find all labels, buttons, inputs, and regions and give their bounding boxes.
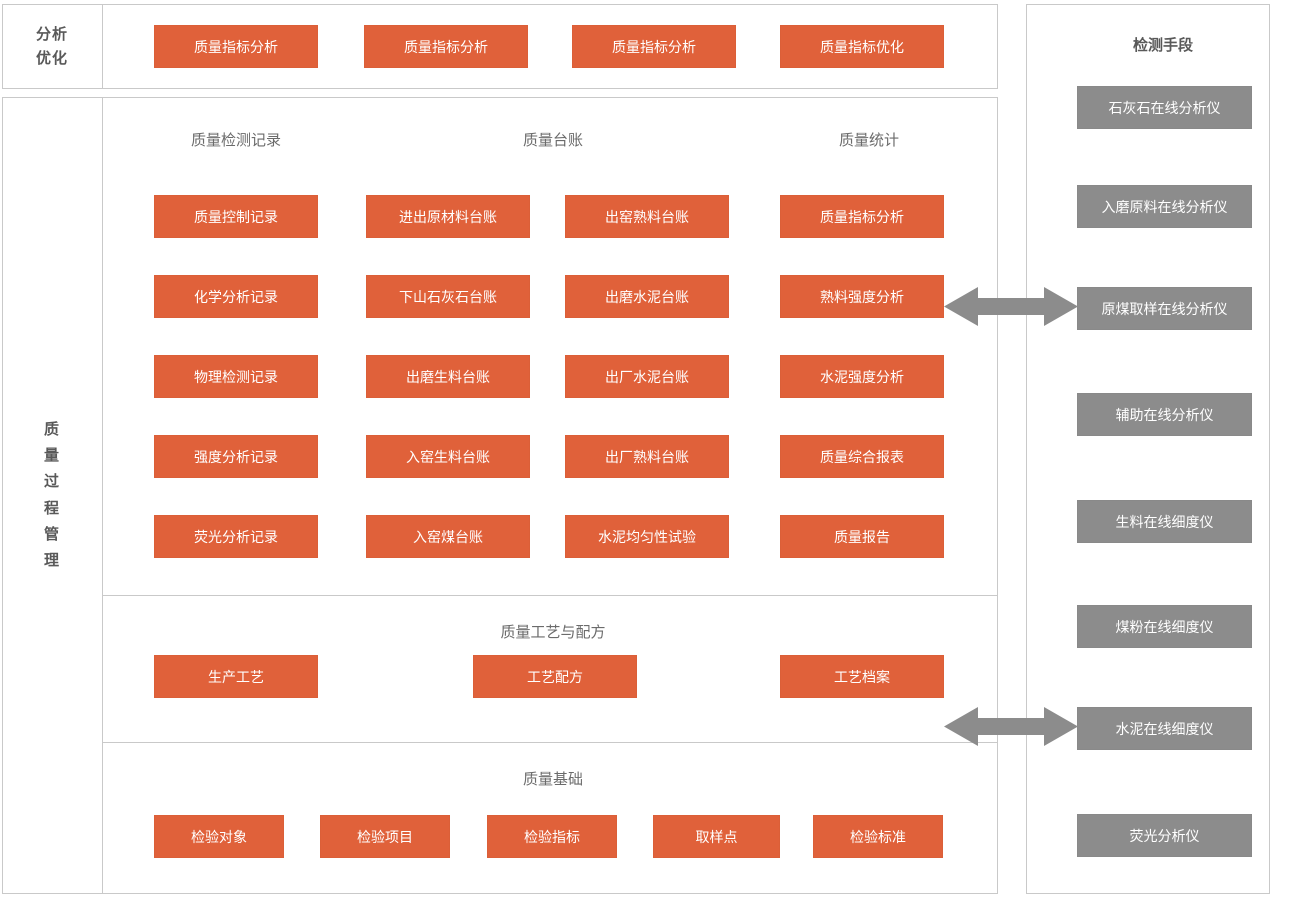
rail-char-3: 过 xyxy=(43,473,60,491)
section-title-quality-ledger: 质量台账 xyxy=(522,132,584,149)
ledger-b-node-1[interactable]: 出窑熟料台账 xyxy=(565,195,729,238)
ledger-a-node-1[interactable]: 进出原材料台账 xyxy=(366,195,530,238)
statistics-node-1[interactable]: 质量指标分析 xyxy=(780,195,944,238)
ledger-b-node-2[interactable]: 出磨水泥台账 xyxy=(565,275,729,318)
statistics-node-5[interactable]: 质量报告 xyxy=(780,515,944,558)
analysis-rail-line-2: 优化 xyxy=(35,49,68,67)
quality-process-rail-divider xyxy=(102,98,103,893)
double-arrow-icon-upper xyxy=(944,284,1078,329)
process-craft-divider xyxy=(102,595,998,596)
section-title-quality-statistics: 质量统计 xyxy=(838,132,900,149)
ledger-a-node-3[interactable]: 出磨生料台账 xyxy=(366,355,530,398)
ledger-a-node-5[interactable]: 入窑煤台账 xyxy=(366,515,530,558)
record-node-2[interactable]: 化学分析记录 xyxy=(154,275,318,318)
detection-node-6[interactable]: 煤粉在线细度仪 xyxy=(1077,605,1252,648)
detection-panel-title: 检测手段 xyxy=(1132,37,1194,54)
rail-char-5: 管 xyxy=(43,525,60,543)
ledger-a-node-2[interactable]: 下山石灰石台账 xyxy=(366,275,530,318)
base-node-1[interactable]: 检验对象 xyxy=(154,815,284,858)
detection-node-3[interactable]: 原煤取样在线分析仪 xyxy=(1077,287,1252,330)
quality-process-rail-label: 质 量 过 程 管 理 xyxy=(2,97,102,894)
record-node-5[interactable]: 荧光分析记录 xyxy=(154,515,318,558)
rail-char-2: 量 xyxy=(43,447,60,464)
base-node-2[interactable]: 检验项目 xyxy=(320,815,450,858)
base-node-3[interactable]: 检验指标 xyxy=(487,815,617,858)
detection-node-5[interactable]: 生料在线细度仪 xyxy=(1077,500,1252,543)
detection-node-4[interactable]: 辅助在线分析仪 xyxy=(1077,393,1252,436)
detection-node-2[interactable]: 入磨原料在线分析仪 xyxy=(1077,185,1252,228)
ledger-b-node-5[interactable]: 水泥均匀性试验 xyxy=(565,515,729,558)
rail-char-1: 质 xyxy=(43,420,60,438)
ledger-b-node-3[interactable]: 出厂水泥台账 xyxy=(565,355,729,398)
double-arrow-icon-lower xyxy=(944,704,1078,749)
base-node-4[interactable]: 取样点 xyxy=(653,815,780,858)
base-node-5[interactable]: 检验标准 xyxy=(813,815,943,858)
craft-node-2[interactable]: 工艺配方 xyxy=(473,655,637,698)
detection-node-7[interactable]: 水泥在线细度仪 xyxy=(1077,707,1252,750)
record-node-1[interactable]: 质量控制记录 xyxy=(154,195,318,238)
section-title-quality-base: 质量基础 xyxy=(522,771,584,788)
craft-base-divider xyxy=(102,742,998,743)
detection-node-1[interactable]: 石灰石在线分析仪 xyxy=(1077,86,1252,129)
rail-char-4: 程 xyxy=(43,499,60,517)
ledger-b-node-4[interactable]: 出厂熟料台账 xyxy=(565,435,729,478)
statistics-node-4[interactable]: 质量综合报表 xyxy=(780,435,944,478)
analysis-rail-line-1: 分析 xyxy=(35,26,68,44)
analysis-node-4[interactable]: 质量指标优化 xyxy=(780,25,944,68)
analysis-node-2[interactable]: 质量指标分析 xyxy=(364,25,528,68)
rail-char-6: 理 xyxy=(43,552,60,569)
craft-node-1[interactable]: 生产工艺 xyxy=(154,655,318,698)
statistics-node-3[interactable]: 水泥强度分析 xyxy=(780,355,944,398)
record-node-4[interactable]: 强度分析记录 xyxy=(154,435,318,478)
craft-node-3[interactable]: 工艺档案 xyxy=(780,655,944,698)
ledger-a-node-4[interactable]: 入窑生料台账 xyxy=(366,435,530,478)
section-title-inspection-records: 质量检测记录 xyxy=(190,132,282,149)
section-title-craft-formula: 质量工艺与配方 xyxy=(500,624,606,641)
analysis-node-1[interactable]: 质量指标分析 xyxy=(154,25,318,68)
statistics-node-2[interactable]: 熟料强度分析 xyxy=(780,275,944,318)
analysis-rail-label: 分析 优化 xyxy=(2,4,102,89)
detection-node-8[interactable]: 荧光分析仪 xyxy=(1077,814,1252,857)
detection-panel xyxy=(1026,4,1270,894)
analysis-node-3[interactable]: 质量指标分析 xyxy=(572,25,736,68)
record-node-3[interactable]: 物理检测记录 xyxy=(154,355,318,398)
analysis-panel-rail-divider xyxy=(102,5,103,88)
